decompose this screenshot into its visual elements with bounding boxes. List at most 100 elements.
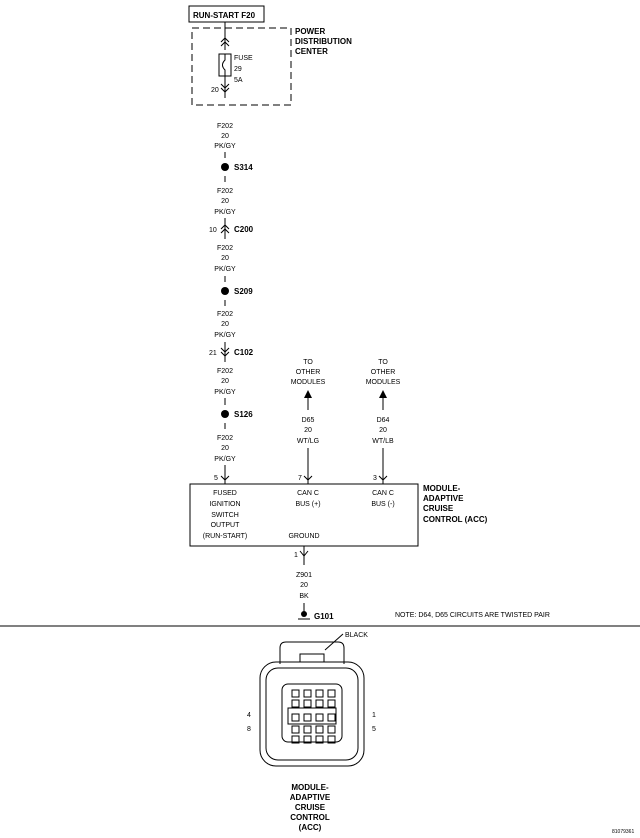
connector-cavity (315, 699, 324, 708)
to-line2: OTHER (371, 369, 396, 376)
pin-canc-pos-2: BUS (+) (295, 501, 320, 508)
connector-title-5: (ACC) (299, 823, 322, 832)
to-line3: MODULES (366, 379, 401, 386)
d65-circuit: D65 (302, 417, 315, 424)
pdc-line3: CENTER (295, 47, 328, 56)
wire-gauge: 20 (221, 198, 229, 205)
connector-cavity (315, 713, 324, 722)
wire-color: PK/GY (214, 143, 236, 150)
pin-fused-4: OUTPUT (211, 522, 241, 529)
splice-s126: S126 (234, 410, 253, 419)
connector-title-3: CRUISE (295, 803, 326, 812)
pin-canc-neg-1: CAN C (372, 490, 394, 497)
wire-color: PK/GY (214, 332, 236, 339)
d65-pin: 7 (298, 475, 302, 482)
arrow-up-icon (379, 390, 387, 398)
to-line3: MODULES (291, 379, 326, 386)
connector-cavity (303, 713, 312, 722)
connector-cavity (291, 713, 300, 722)
pin-fused-1: FUSED (213, 490, 237, 497)
wire-gauge: 20 (221, 445, 229, 452)
wire-gauge: 20 (221, 133, 229, 140)
connector-cavity (327, 725, 336, 734)
connector-face-view: BLACK 4 8 1 5 (247, 632, 376, 767)
connector-color-label: BLACK (345, 632, 368, 639)
z901-pin: 1 (294, 552, 298, 559)
fuse-rating: 5A (234, 77, 243, 84)
connector-cavity (303, 725, 312, 734)
fuse-label: FUSE (234, 55, 253, 62)
d64-gauge: 20 (379, 427, 387, 434)
connector-cavity (315, 735, 324, 744)
pdc-line1: POWER (295, 27, 325, 36)
splice-icon (221, 163, 229, 171)
ground-icon (301, 611, 307, 617)
z901-gauge: 20 (300, 582, 308, 589)
module-line3: CRUISE (423, 504, 454, 513)
wire-circuit: F202 (217, 123, 233, 130)
z901-circuit: Z901 (296, 572, 312, 579)
module-line1: MODULE- (423, 484, 461, 493)
pdc-line2: DISTRIBUTION (295, 37, 352, 46)
arrow-up-icon (304, 390, 312, 398)
terminal-icon (303, 475, 313, 481)
wire-color: PK/GY (214, 209, 236, 216)
connector-c200: C200 (234, 225, 254, 234)
ground-g101: G101 (314, 612, 334, 621)
wire-circuit: F202 (217, 311, 233, 318)
pin-label-tr: 1 (372, 712, 376, 719)
wire-color: PK/GY (214, 266, 236, 273)
to-line1: TO (303, 359, 313, 366)
connector-cavity (327, 699, 336, 708)
connector-cavity (291, 699, 300, 708)
pin-label-bl: 8 (247, 726, 251, 733)
connector-title-1: MODULE- (291, 783, 329, 792)
d64-circuit: D64 (377, 417, 390, 424)
pdc-box (191, 27, 292, 106)
d64-color: WT/LB (372, 438, 394, 445)
f202-pin: 5 (214, 475, 218, 482)
terminal-arrow-icon (220, 83, 230, 93)
to-line2: OTHER (296, 369, 321, 376)
wire-gauge: 20 (221, 321, 229, 328)
splice-icon (221, 410, 229, 418)
pin-label-tl: 4 (247, 712, 251, 719)
pin-ground: GROUND (288, 533, 319, 540)
splice-s314: S314 (234, 163, 253, 172)
terminal-icon (299, 550, 309, 557)
connector-c102-pin: 21 (209, 350, 217, 357)
connector-icon (220, 224, 230, 234)
wire-circuit: F202 (217, 435, 233, 442)
connector-title-2: ADAPTIVE (290, 793, 331, 802)
pin-label-br: 5 (372, 726, 376, 733)
pin-grid (291, 689, 336, 744)
wire-circuit: F202 (217, 188, 233, 195)
fuse-number: 29 (234, 66, 242, 73)
connector-c200-pin: 10 (209, 227, 217, 234)
connector-cavity (327, 735, 336, 744)
connector-c102: C102 (234, 348, 254, 357)
connector-cavity (327, 689, 336, 698)
splice-icon (221, 287, 229, 295)
module-line2: ADAPTIVE (423, 494, 464, 503)
d65-color: WT/LG (297, 438, 319, 445)
pin-canc-pos-1: CAN C (297, 490, 319, 497)
terminal-arrow-icon (220, 37, 230, 47)
connector-cavity (315, 725, 324, 734)
power-source-label: RUN-START F20 (193, 11, 256, 20)
pin-fused-5: (RUN-START) (203, 533, 247, 540)
connector-cavity (291, 689, 300, 698)
connector-cavity (303, 735, 312, 744)
connector-cavity (303, 699, 312, 708)
d64-pin: 3 (373, 475, 377, 482)
wire-color: PK/GY (214, 456, 236, 463)
connector-cavity (327, 713, 336, 722)
wire-gauge: 20 (221, 255, 229, 262)
terminal-icon (378, 475, 388, 481)
z901-color: BK (299, 593, 309, 600)
pin-fused-2: IGNITION (209, 501, 240, 508)
terminal-icon (220, 475, 230, 481)
twisted-pair-note: NOTE: D64, D65 CIRCUITS ARE TWISTED PAIR (395, 612, 550, 619)
splice-s209: S209 (234, 287, 253, 296)
